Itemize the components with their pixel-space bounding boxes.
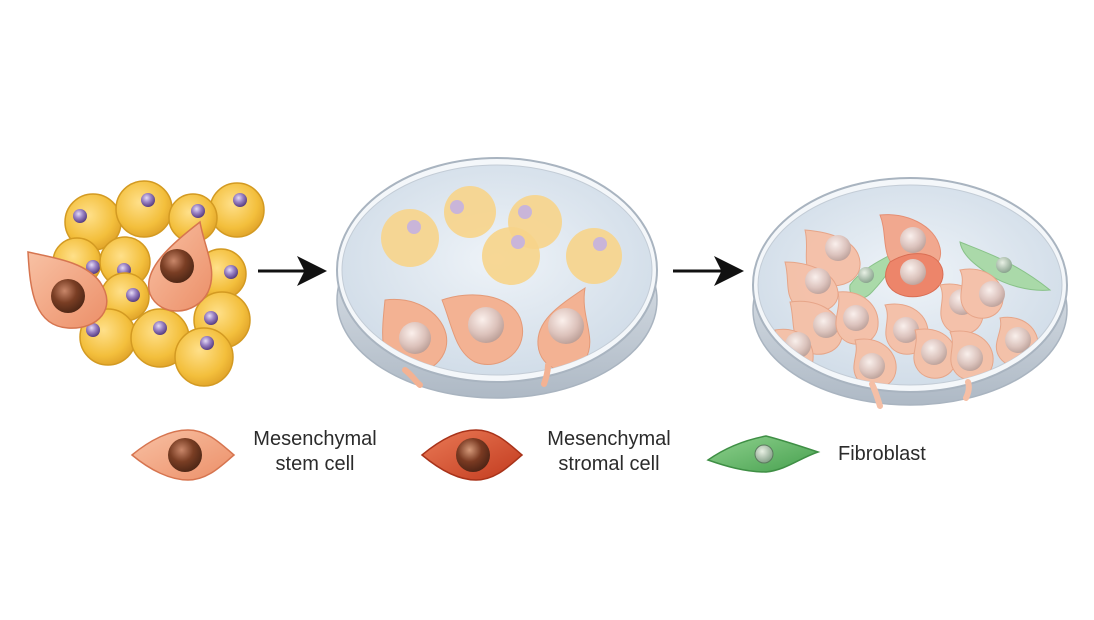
stromal-cell bbox=[885, 253, 944, 298]
yellow-cell bbox=[482, 227, 540, 285]
legend-label-stem-cell: Mesenchymal stem cell bbox=[236, 427, 394, 477]
legend-label-fibroblast: Fibroblast bbox=[838, 442, 926, 467]
legend-stromal-line1: Mesenchymal bbox=[547, 428, 671, 450]
yellow-cell bbox=[174, 327, 234, 387]
stem-cell-icon bbox=[130, 429, 236, 481]
yellow-cell bbox=[381, 209, 439, 267]
cell-cluster bbox=[27, 180, 265, 387]
fibroblast bbox=[959, 241, 1052, 291]
stromal-cell-icon bbox=[420, 429, 524, 481]
yellow-cell bbox=[566, 228, 622, 284]
legend-stem-line1: Mesenchymal bbox=[253, 428, 377, 450]
stem-cell bbox=[147, 220, 213, 312]
stem-cell bbox=[441, 294, 523, 365]
petri-dish-icon bbox=[752, 177, 1068, 409]
stem-cell bbox=[835, 291, 879, 345]
yellow-cell bbox=[168, 193, 218, 243]
stem-cell bbox=[27, 251, 108, 329]
yellow-cell bbox=[444, 186, 496, 238]
yellow-cell bbox=[209, 182, 265, 238]
stem-cell bbox=[784, 261, 839, 313]
petri-dish-icon bbox=[336, 157, 658, 399]
stem-cell bbox=[537, 286, 591, 372]
yellow-cell bbox=[115, 180, 173, 238]
fibroblast-icon bbox=[706, 435, 821, 473]
stem-cell bbox=[913, 328, 957, 379]
stem-cell bbox=[853, 338, 897, 385]
legend-stem-line2: stem cell bbox=[275, 453, 355, 475]
legend-label-stromal-cell: Mesenchymal stromal cell bbox=[528, 427, 690, 477]
legend-fibroblast-text: Fibroblast bbox=[838, 443, 926, 465]
stem-cell bbox=[959, 268, 1005, 319]
legend-stromal-line2: stromal cell bbox=[558, 453, 660, 475]
